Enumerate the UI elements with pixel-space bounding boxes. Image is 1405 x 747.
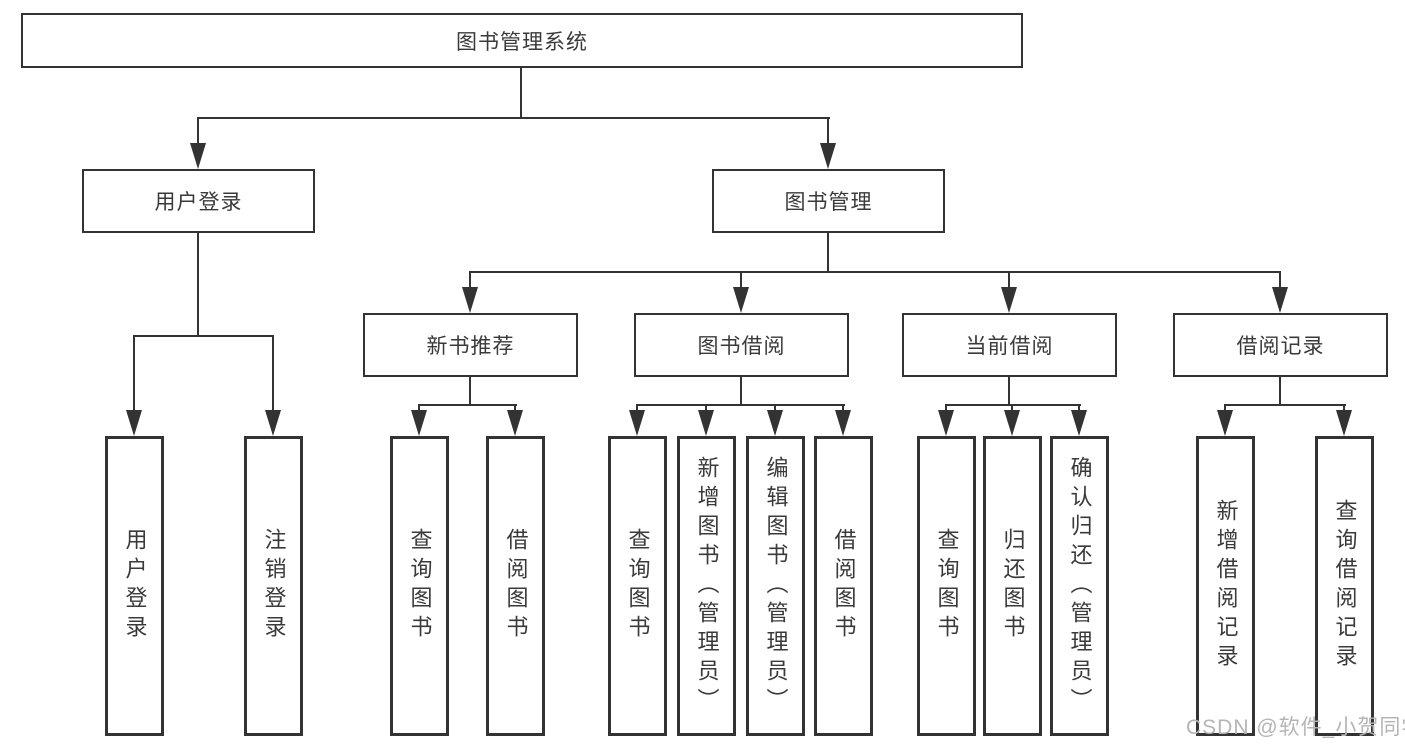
connector-line [1279, 272, 1281, 288]
leaf-query-books-current: 查询图书 [917, 436, 976, 736]
connector-line [945, 405, 947, 412]
node-user-login: 用户登录 [82, 169, 315, 233]
arrow-down-icon [507, 410, 523, 436]
arrow-down-icon [835, 410, 851, 436]
arrow-down-icon [1272, 287, 1288, 313]
arrow-down-icon [629, 410, 645, 436]
connector-line [418, 405, 420, 412]
arrow-down-icon [1001, 287, 1017, 313]
leaf-add-borrow-record: 新增借阅记录 [1196, 436, 1255, 736]
connector-line [272, 336, 274, 411]
watermark-text: CSDN @软件_小贺同学 [1186, 716, 1405, 739]
connector-line [636, 404, 845, 406]
connector-line [514, 405, 516, 412]
arrow-down-icon [411, 410, 427, 436]
connector-line [133, 335, 274, 337]
arrow-down-icon [265, 410, 281, 436]
connector-line [520, 68, 522, 118]
leaf-query-borrow-record: 查询借阅记录 [1315, 436, 1374, 736]
connector-line [705, 405, 707, 412]
leaf-return-book: 归还图书 [983, 436, 1042, 736]
connector-line [827, 233, 829, 272]
arrow-down-icon [820, 143, 836, 169]
arrow-down-icon [1336, 410, 1352, 436]
connector-line [636, 405, 638, 412]
leaf-add-book-admin: 新增图书（管理员） [677, 436, 736, 736]
leaf-query-books-borrowing: 查询图书 [608, 436, 667, 736]
arrow-down-icon [126, 410, 142, 436]
connector-line [740, 272, 742, 288]
arrow-down-icon [733, 287, 749, 313]
arrow-down-icon [190, 143, 206, 169]
node-borrowing-records: 借阅记录 [1173, 313, 1388, 377]
node-book-borrowing: 图书借阅 [634, 313, 849, 377]
leaf-edit-book-admin: 编辑图书（管理员） [746, 436, 805, 736]
connector-line [197, 233, 199, 336]
connector-line [842, 405, 844, 412]
connector-line [1224, 405, 1226, 412]
connector-line [133, 336, 135, 411]
node-new-book-recommendation: 新书推荐 [363, 313, 578, 377]
connector-line [1011, 405, 1013, 412]
leaf-logout: 注销登录 [244, 436, 303, 736]
connector-line [740, 377, 742, 406]
connector-line [197, 118, 199, 144]
leaf-user-login: 用户登录 [105, 436, 164, 736]
connector-line [945, 404, 1081, 406]
connector-line [469, 377, 471, 406]
connector-line [469, 271, 1281, 273]
connector-line [1279, 377, 1281, 406]
connector-line [197, 117, 830, 119]
connector-line [1008, 272, 1010, 288]
arrow-down-icon [767, 410, 783, 436]
node-library-management-system: 图书管理系统 [21, 13, 1023, 68]
arrow-down-icon [698, 410, 714, 436]
leaf-borrow-books-borrowing: 借阅图书 [814, 436, 873, 736]
arrow-down-icon [1004, 410, 1020, 436]
connector-line [774, 405, 776, 412]
connector-line [1078, 405, 1080, 412]
connector-line [1008, 377, 1010, 406]
leaf-confirm-return-admin: 确认归还（管理员） [1050, 436, 1109, 736]
leaf-borrow-books-recommend: 借阅图书 [486, 436, 545, 736]
arrow-down-icon [462, 287, 478, 313]
arrow-down-icon [938, 410, 954, 436]
node-current-borrowing: 当前借阅 [902, 313, 1117, 377]
connector-line [418, 404, 517, 406]
connector-line [469, 272, 471, 288]
connector-line [1343, 405, 1345, 412]
node-book-management: 图书管理 [712, 169, 945, 233]
leaf-query-books-recommend: 查询图书 [390, 436, 449, 736]
connector-line [1224, 404, 1346, 406]
connector-line [827, 118, 829, 144]
arrow-down-icon [1217, 410, 1233, 436]
arrow-down-icon [1071, 410, 1087, 436]
